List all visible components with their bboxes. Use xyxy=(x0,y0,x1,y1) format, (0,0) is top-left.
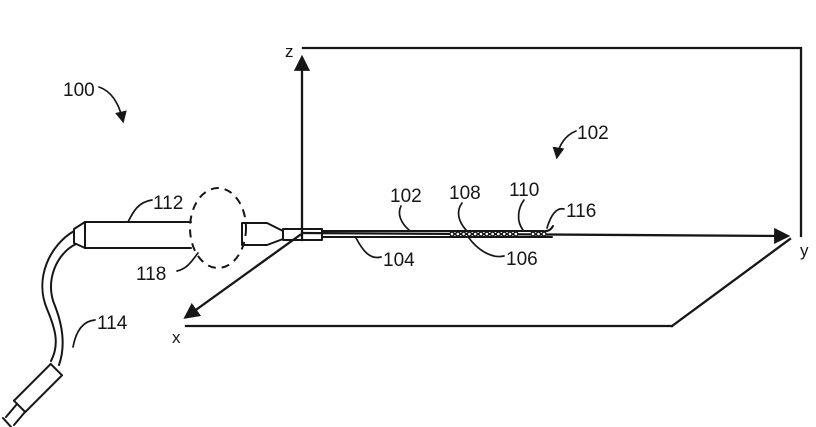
leader-102-shaft xyxy=(398,205,410,231)
ref-arrow-100 xyxy=(98,86,127,124)
ref-label-112: 112 xyxy=(153,193,183,214)
element-array-dots xyxy=(449,231,519,237)
zy-plane-frame xyxy=(301,46,803,238)
leader-118 xyxy=(176,252,199,272)
leader-114 xyxy=(72,319,96,348)
z-axis-label: z xyxy=(285,42,294,61)
y-axis-label: y xyxy=(800,241,809,260)
ref-label-106: 106 xyxy=(506,249,538,270)
cable-outer-line xyxy=(41,230,75,362)
ref-label-104: 104 xyxy=(383,250,415,271)
ref-label-118: 118 xyxy=(136,264,166,285)
leader-108 xyxy=(457,202,467,231)
ref-label-100: 100 xyxy=(63,80,95,101)
ref-label-116: 116 xyxy=(566,201,596,222)
x-axis-label: x xyxy=(172,328,181,347)
cable-inner-line xyxy=(50,243,77,366)
tip-element-dots xyxy=(530,231,547,237)
ref-label-108: 108 xyxy=(449,183,481,204)
x-axis xyxy=(183,233,302,319)
ref-label-102-probe: 102 xyxy=(577,123,609,144)
neck-dashed-ellipse xyxy=(189,187,247,269)
shaft-tip xyxy=(542,225,554,233)
handle-body xyxy=(84,221,192,249)
ref-label-114: 114 xyxy=(97,313,128,334)
ref-label-102-shaft: 102 xyxy=(390,186,422,207)
connector-prongs xyxy=(2,403,26,427)
leader-112 xyxy=(127,199,153,223)
leader-110 xyxy=(517,199,525,231)
ground-plane-right-edge xyxy=(670,237,792,328)
ref-arrow-102 xyxy=(552,130,577,160)
leader-116 xyxy=(546,207,565,229)
leader-106 xyxy=(468,237,505,258)
handle-neck-taper xyxy=(241,222,284,246)
leader-104 xyxy=(355,237,382,259)
shaft-collar xyxy=(282,228,323,241)
ref-label-110: 110 xyxy=(509,180,539,201)
cable-connector xyxy=(12,362,64,414)
